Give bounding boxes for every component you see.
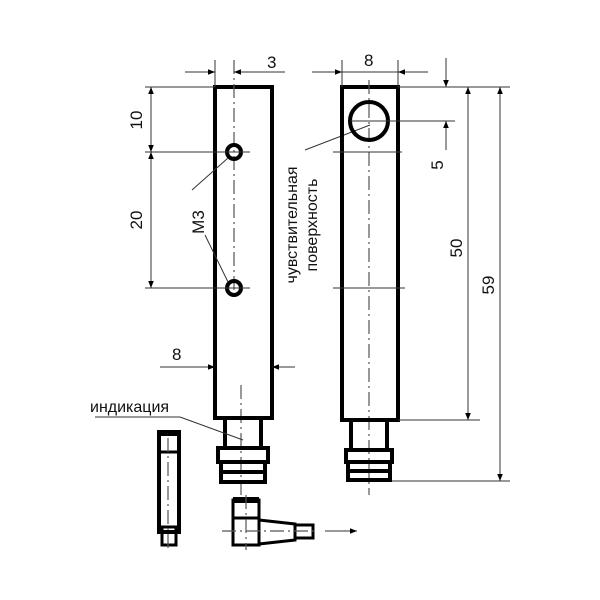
sensitive-surface-label-line1: чувствительная — [284, 166, 301, 283]
dimension-hole-offset: 3 — [185, 53, 285, 87]
dimension-20-label: 20 — [127, 211, 146, 230]
dimension-59-label: 59 — [479, 276, 498, 295]
dimension-50-label: 50 — [447, 239, 466, 258]
angled-cable-connector — [222, 495, 318, 550]
front-view-body — [333, 80, 405, 495]
dimension-8-front-label: 8 — [364, 51, 373, 70]
dimension-hole-spacing: 10 20 — [127, 86, 227, 289]
straight-cable-connector — [157, 430, 181, 548]
front-view-connector — [344, 418, 394, 482]
dimension-8-side-label: 8 — [172, 345, 181, 364]
thread-m3-label: M3 — [189, 210, 208, 234]
sensitive-surface-callout: чувствительная поверхность — [284, 124, 371, 284]
dimension-3-label: 3 — [267, 53, 276, 72]
sensitive-surface-circle — [348, 100, 455, 142]
indication-callout: индикация — [90, 399, 244, 441]
dimension-side-width: 8 — [160, 345, 295, 370]
dimension-10-label: 10 — [127, 111, 146, 130]
side-view-connector — [216, 416, 270, 484]
dimension-front-width: 8 — [312, 51, 428, 87]
dimension-5-label: 5 — [428, 160, 447, 169]
thread-callout: M3 — [189, 157, 229, 283]
sensitive-surface-label-line2: поверхность — [304, 179, 321, 272]
indication-label: индикация — [90, 399, 169, 416]
dimension-length: 5 50 59 — [392, 58, 510, 482]
